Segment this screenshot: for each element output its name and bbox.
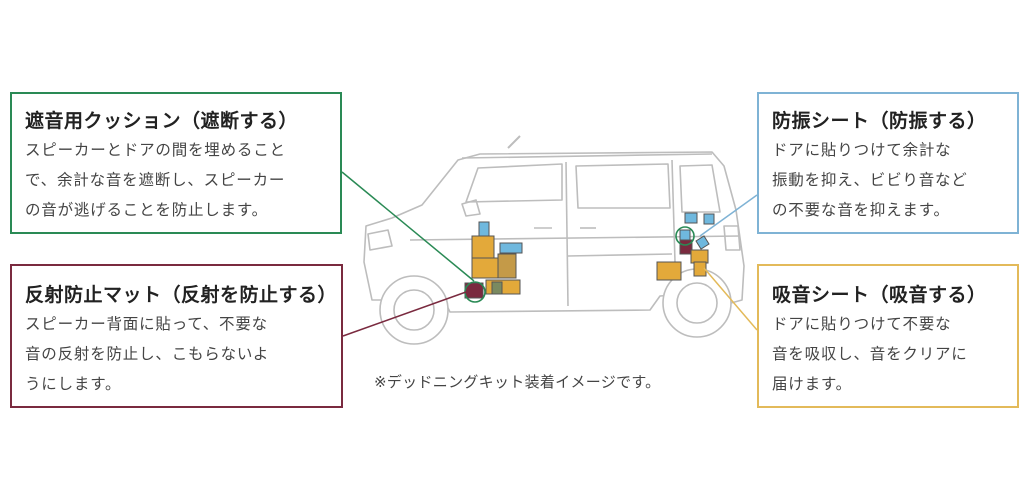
leader-line-cushion (341, 171, 475, 282)
damping-sheet-title: 防振シート（防振する） (772, 110, 987, 132)
absorption-sheet-desc-line-3: 届けます。 (772, 375, 852, 393)
cushion-desc-line-3: の音が逃げることを防止します。 (25, 201, 268, 219)
mat-desc-line-1: スピーカー背面に貼って、不要な (25, 315, 268, 333)
leader-lines (341, 171, 758, 337)
damping-sheet-desc-line-1: ドアに貼りつけて余計な (772, 141, 952, 159)
leader-line-mat (342, 291, 467, 337)
damping-sheet-desc-line-3: の不要な音を抑えます。 (772, 201, 950, 219)
mat-desc-line-2: 音の反射を防止し、こもらないよ (25, 345, 270, 363)
front-door-kit-parts (464, 221, 523, 299)
absorption-sheet-desc-line-2: 音を吸収し、音をクリアに (772, 345, 968, 363)
cushion-desc-line-2: で、余計な音を遮断し、スピーカー (25, 171, 286, 189)
mat-info-box: 反射防止マット（反射を防止する） スピーカー背面に貼って、不要な 音の反射を防止… (10, 264, 343, 408)
wheels (379, 268, 732, 345)
image-note: ※デッドニングキット装着イメージです。 (374, 373, 661, 391)
cushion-desc-line-1: スピーカーとドアの間を埋めること (25, 141, 286, 159)
car-outline (363, 135, 745, 313)
leader-line-absorb (703, 267, 758, 331)
mat-title: 反射防止マット（反射を防止する） (25, 284, 338, 306)
absorption-sheet-info-box: 吸音シート（吸音する） ドアに貼りつけて不要な 音を吸収し、音をクリアに 届けま… (757, 264, 1019, 408)
cushion-info-box: 遮音用クッション（遮断する） スピーカーとドアの間を埋めること で、余計な音を遮… (10, 92, 342, 234)
leader-line-damp (699, 194, 758, 237)
damping-sheet-info-box: 防振シート（防振する） ドアに貼りつけて余計な 振動を抑え、ビビり音など の不要… (757, 92, 1019, 234)
absorption-sheet-desc-line-1: ドアに貼りつけて不要な (772, 315, 952, 333)
mat-desc-line-3: うにします。 (25, 375, 122, 393)
rear-door-kit-parts (656, 212, 715, 281)
damping-sheet-desc-line-2: 振動を抑え、ビビり音など (772, 171, 968, 189)
cushion-title: 遮音用クッション（遮断する） (25, 110, 299, 132)
absorption-sheet-title: 吸音シート（吸音する） (772, 284, 987, 306)
